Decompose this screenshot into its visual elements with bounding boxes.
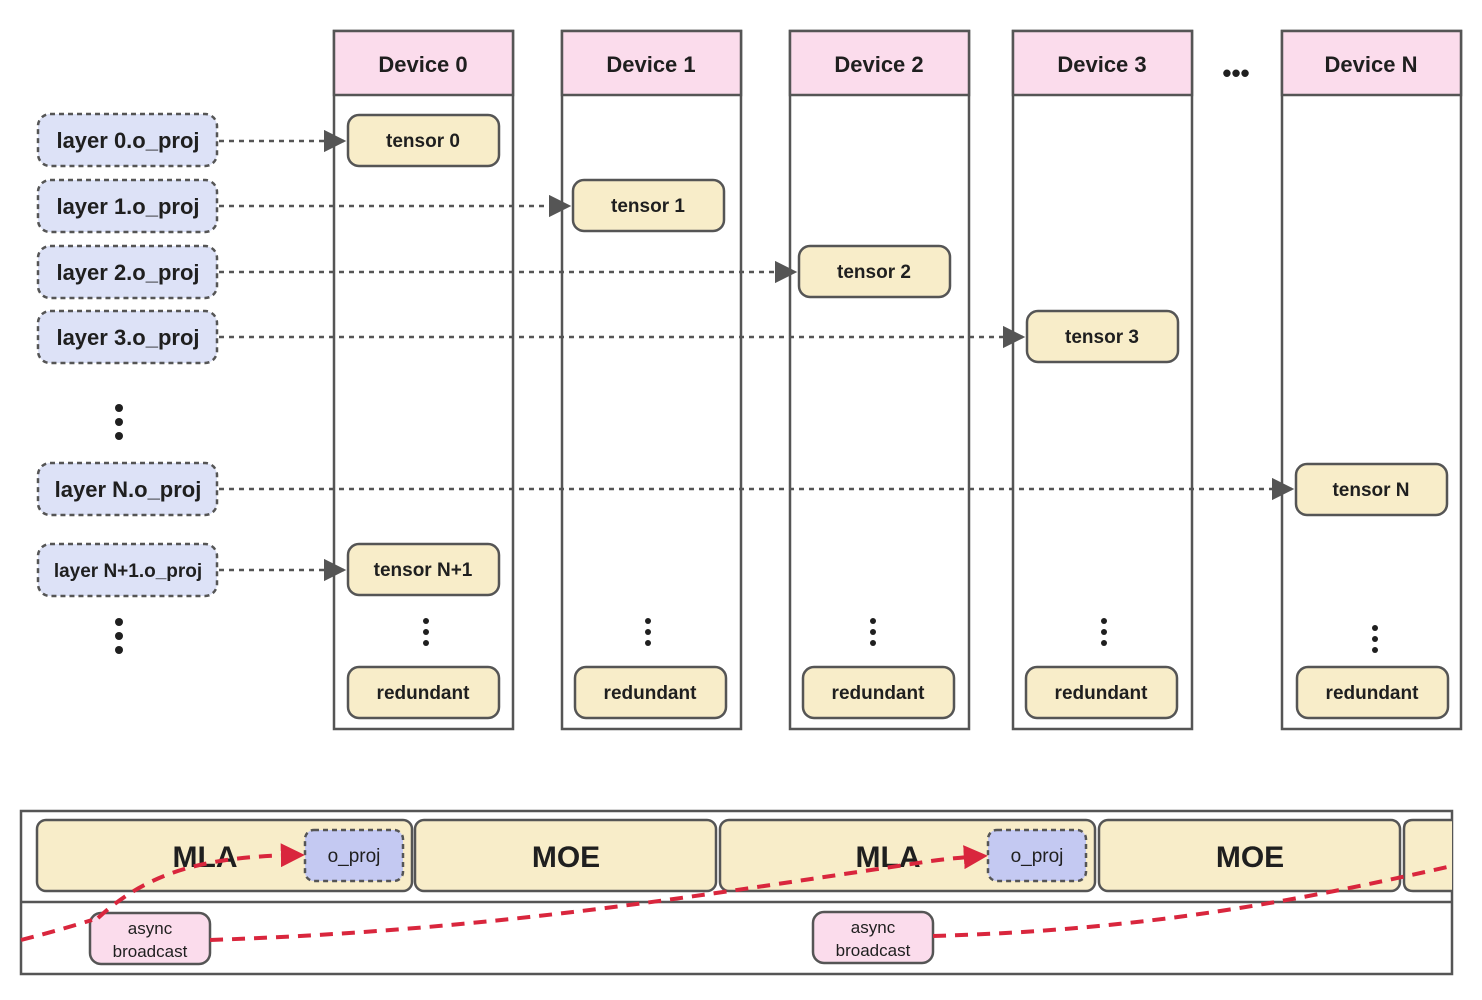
tensor-box-2: tensor 2 (797, 244, 952, 299)
device-title-0: Device 0 (378, 52, 467, 77)
tensor-box-1: tensor 1 (571, 178, 726, 233)
tensor-label-n: tensor N (1332, 480, 1409, 501)
tensor-label-1: tensor 1 (611, 196, 685, 217)
redundant-label-2: redundant (832, 683, 926, 704)
stage-moe-2-label: MOE (1216, 841, 1284, 874)
stage-moe-2 (1097, 818, 1402, 893)
tensor-box-n: tensor N (1294, 462, 1449, 517)
redundant-box-2: redundant (801, 665, 956, 720)
tensor-label-3: tensor 3 (1065, 327, 1139, 348)
tensor-label-2: tensor 2 (837, 262, 911, 283)
redundant-label-1: redundant (604, 683, 698, 704)
tensor-label-0: tensor 0 (386, 131, 460, 152)
layer-label-n-plus-1: layer N+1.o_proj (54, 561, 202, 582)
tensor-label-n-plus-1: tensor N+1 (374, 560, 473, 581)
oproj-label-2: o_proj (1011, 846, 1064, 867)
device-title-n: Device N (1325, 52, 1418, 77)
layer-box-0: layer 0.o_proj (36, 112, 219, 168)
device-title-3: Device 3 (1057, 52, 1146, 77)
layer-box-n-plus-1: layer N+1.o_proj (36, 542, 219, 598)
redundant-box-3: redundant (1024, 665, 1179, 720)
device-header-3 (1011, 29, 1194, 97)
stage-next-partial (1402, 818, 1452, 893)
broadcast-line-start (20, 918, 93, 942)
device-header-1 (560, 29, 743, 97)
async-label-1-line2: broadcast (113, 942, 188, 961)
layer-label-3: layer 3.o_proj (56, 325, 199, 350)
redundant-box-n: redundant (1295, 665, 1450, 720)
redundant-box-0: redundant (346, 665, 501, 720)
layer-label-1: layer 1.o_proj (56, 194, 199, 219)
device-header-n (1280, 29, 1463, 97)
device-header-0 (332, 29, 515, 97)
layer-box-2: layer 2.o_proj (36, 244, 219, 300)
layer-label-0: layer 0.o_proj (56, 128, 199, 153)
tensor-box-0: tensor 0 (346, 113, 501, 168)
layer-vertical-ellipsis-2 (115, 618, 123, 654)
tensor-box-n-plus-1: tensor N+1 (346, 542, 501, 597)
layer-label-2: layer 2.o_proj (56, 260, 199, 285)
oproj-box-1 (303, 828, 405, 883)
device-column-2: Device 2 (788, 29, 971, 731)
redundant-label-n: redundant (1326, 683, 1420, 704)
async-label-2-line1: async (851, 918, 896, 937)
layer-box-3: layer 3.o_proj (36, 309, 219, 365)
async-broadcast-box-2 (811, 910, 935, 965)
broadcast-curve-1 (96, 843, 305, 920)
redundant-box-1: redundant (573, 665, 728, 720)
stage-moe-1-label: MOE (532, 841, 600, 874)
device-ellipsis: ••• (1222, 58, 1249, 88)
async-label-2-line2: broadcast (836, 941, 911, 960)
async-label-1-line1: async (128, 919, 173, 938)
redundant-label-0: redundant (377, 683, 471, 704)
layer-box-n: layer N.o_proj (36, 461, 219, 517)
device-title-2: Device 2 (834, 52, 923, 77)
redundant-label-3: redundant (1055, 683, 1149, 704)
device-column-1: Device 1 (560, 29, 743, 731)
tensor-box-3: tensor 3 (1025, 309, 1180, 364)
layer-label-n: layer N.o_proj (55, 477, 202, 502)
device-column-n: Device N (1280, 29, 1463, 731)
layer-vertical-ellipsis-1 (115, 404, 123, 440)
pipeline-strip: MLA MOE MLA MOE o_proj o_proj async broa… (19, 809, 1454, 976)
stage-moe-1 (413, 818, 718, 893)
oproj-box-2 (986, 828, 1088, 883)
oproj-label-1: o_proj (328, 846, 381, 867)
device-title-1: Device 1 (606, 52, 695, 77)
broadcast-curve-long-1 (209, 845, 988, 942)
device-column-3: Device 3 (1011, 29, 1194, 731)
layer-box-1: layer 1.o_proj (36, 178, 219, 234)
device-vertical-ellipsis (423, 618, 1378, 653)
device-header-2 (788, 29, 971, 97)
